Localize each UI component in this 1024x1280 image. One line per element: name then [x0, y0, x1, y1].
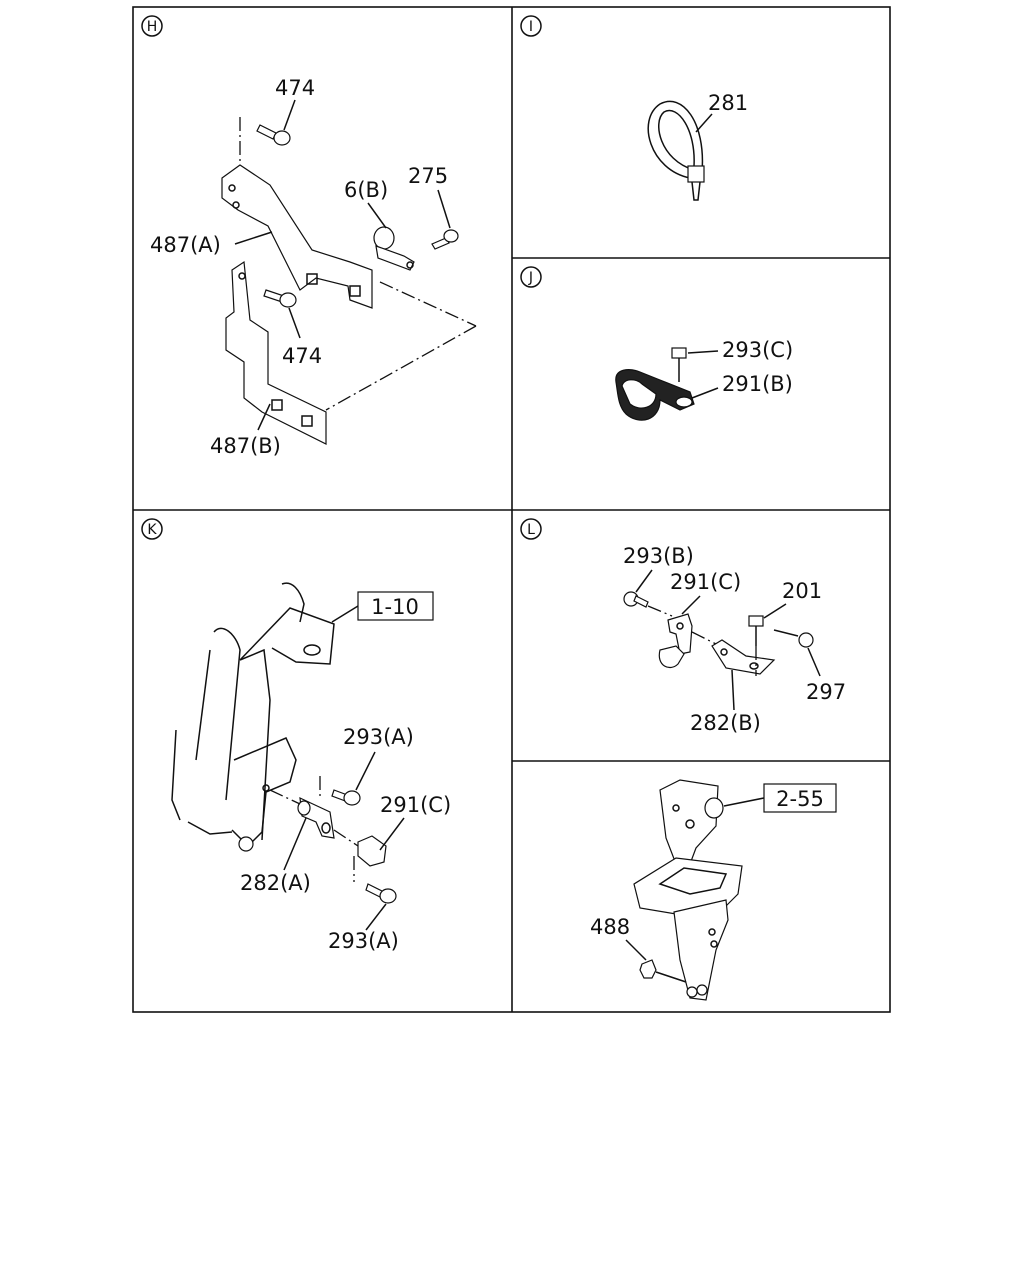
- label-bolt-474-mid: 474: [282, 344, 322, 368]
- nut-488: [639, 959, 687, 983]
- panel-j: J 293(C) 291(B): [520, 266, 793, 421]
- label-bolt-293c: 293(C): [722, 338, 793, 362]
- panel-j-marker: J: [520, 266, 542, 288]
- diagram-frame: [132, 6, 891, 1013]
- label-bolt-275: 275: [408, 164, 448, 188]
- label-bracket-282a: 282(A): [240, 871, 311, 895]
- label-bolt-474-top: 474: [275, 76, 315, 100]
- panel-k-marker: K: [141, 518, 163, 540]
- ref-2-55: 2-55: [776, 787, 824, 811]
- frame-structure: [171, 582, 335, 852]
- panel-i: I 281: [520, 15, 748, 201]
- bracket-487a: [221, 164, 373, 309]
- bolt-293a-lower: [365, 883, 397, 904]
- svg-text:K: K: [147, 522, 157, 538]
- svg-text:L: L: [527, 522, 535, 538]
- label-clip-291c-l: 291(C): [670, 570, 741, 594]
- label-nut-488: 488: [590, 915, 630, 939]
- panel-i-marker: I: [520, 15, 542, 37]
- panel-m: 2-55 488: [590, 779, 837, 1001]
- label-bracket-487a: 487(A): [150, 233, 221, 257]
- ref-1-10: 1-10: [371, 595, 419, 619]
- bolt-293c: [671, 347, 687, 382]
- bolt-275: [431, 229, 459, 250]
- svg-text:J: J: [528, 270, 533, 286]
- clip-291c-k: [333, 829, 387, 882]
- bracket-282b: [711, 639, 776, 675]
- panel-h: H 474 487(A) 6(B): [141, 15, 477, 458]
- bracket-282a: [269, 776, 335, 839]
- label-tie-281: 281: [708, 91, 748, 115]
- bolt-201: [748, 615, 764, 676]
- label-bolt-201: 201: [782, 579, 822, 603]
- label-clip-6b: 6(B): [344, 178, 388, 202]
- svg-text:I: I: [529, 19, 533, 35]
- nut-297: [773, 629, 814, 648]
- clip-291c-l: [658, 613, 693, 669]
- label-bracket-487b: 487(B): [210, 434, 281, 458]
- label-bolt-293a-lower: 293(A): [328, 929, 399, 953]
- cable-tie-281: [647, 100, 705, 201]
- bolt-474-mid: [263, 289, 297, 308]
- panel-k: K 1-10 293(A): [141, 518, 451, 953]
- bracket-487b: [225, 260, 327, 445]
- label-nut-297: 297: [806, 680, 846, 704]
- shift-lever-assembly: [633, 779, 743, 1001]
- label-bolt-293a-upper: 293(A): [343, 725, 414, 749]
- label-clip-291c-k: 291(C): [380, 793, 451, 817]
- ref-box-1-10: 1-10: [331, 591, 434, 623]
- panel-l: L 293(B) 291(C) 282(B): [520, 518, 846, 735]
- bolt-293b: [623, 591, 649, 608]
- bolt-293a-upper: [331, 789, 361, 806]
- panel-h-marker: H: [141, 15, 163, 37]
- ref-box-2-55: 2-55: [723, 783, 837, 813]
- bolt-474-top: [256, 124, 291, 146]
- svg-text:H: H: [147, 19, 158, 35]
- label-bolt-293b: 293(B): [623, 544, 694, 568]
- panel-l-marker: L: [520, 518, 542, 540]
- clip-291b: [615, 369, 695, 421]
- label-bracket-282b: 282(B): [690, 711, 761, 735]
- label-clip-291b: 291(B): [722, 372, 793, 396]
- clip-6b: [373, 226, 415, 271]
